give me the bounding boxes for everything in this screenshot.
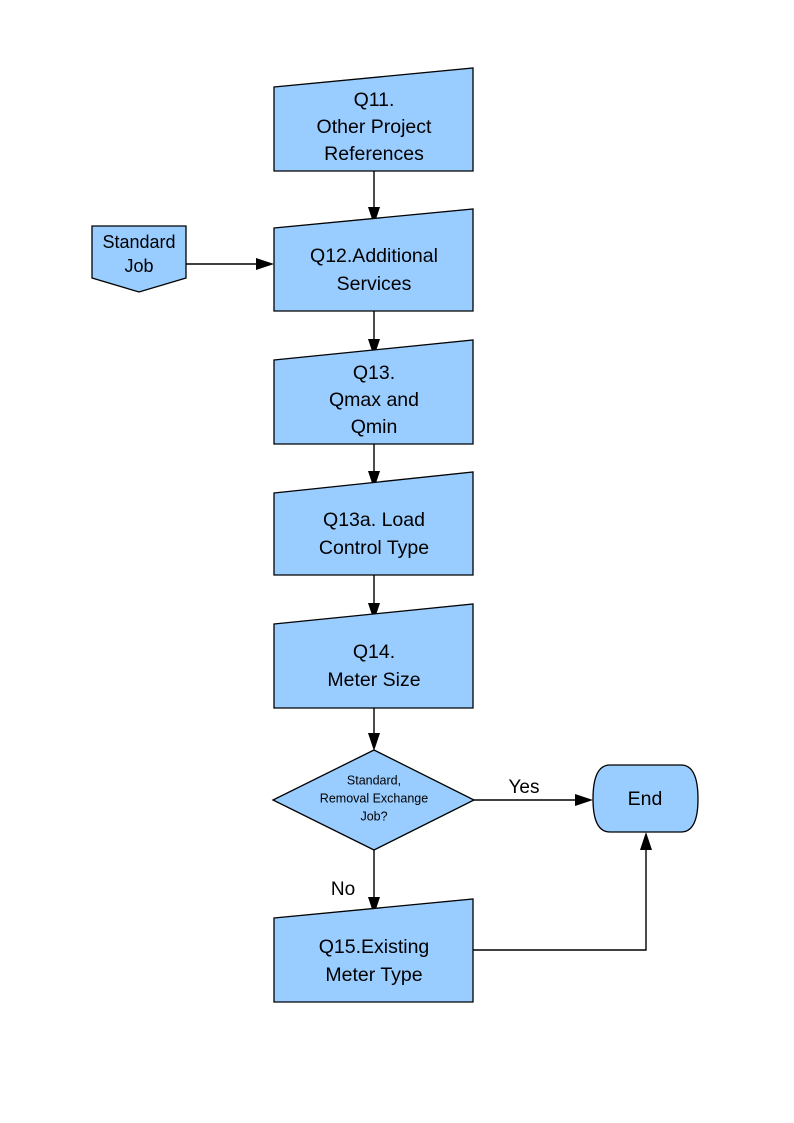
node-q11-line3: References (324, 143, 424, 165)
node-q12[interactable]: Q12.Additional Services (273, 208, 474, 312)
edge-q14-decision (368, 708, 380, 751)
node-q13a-line2: Control Type (319, 537, 429, 559)
node-q13a-line1: Q13a. Load (323, 509, 425, 531)
edge-labels-layer: Yes No (331, 777, 540, 900)
arrow-head-q12-q13 (368, 339, 380, 357)
node-decision[interactable]: Standard, Removal Exchange Job? (271, 749, 476, 851)
arrow-head-decision-q15 (368, 897, 380, 915)
node-end-shape[interactable] (592, 764, 699, 833)
edge-line-q15-end (473, 843, 647, 951)
edge-standard-job-q12 (186, 258, 274, 270)
node-decision-line2: Removal Exchange (320, 791, 428, 805)
edge-decision-q15 (368, 850, 380, 915)
node-q13-line1: Q13. (353, 362, 395, 384)
node-q15-shape[interactable] (273, 898, 474, 1003)
node-q13a[interactable]: Q13a. Load Control Type (273, 471, 474, 576)
node-q12-shape[interactable] (273, 208, 474, 312)
edge-q11-q12 (368, 171, 380, 225)
edges-layer (186, 171, 652, 951)
node-q13[interactable]: Q13. Qmax and Qmin (273, 339, 474, 445)
node-q11-shape[interactable] (273, 67, 474, 172)
edge-q12-q13 (368, 311, 380, 357)
node-q15-line2: Meter Type (325, 964, 422, 986)
node-q14[interactable]: Q14. Meter Size (273, 603, 474, 709)
edge-q13a-q14 (368, 575, 380, 621)
node-q15[interactable]: Q15.Existing Meter Type (273, 898, 474, 1003)
node-decision-line3: Job? (360, 809, 387, 823)
node-q12-line2: Services (337, 273, 412, 295)
node-end[interactable]: End (592, 764, 699, 833)
edge-label-no: No (331, 879, 355, 900)
edge-decision-end (474, 794, 593, 806)
arrow-head-q15-end (640, 832, 652, 850)
node-standard-job-line1: Standard (102, 232, 175, 252)
node-standard-job-line2: Job (124, 256, 153, 276)
edge-q13-q13a (368, 444, 380, 489)
arrow-head-decision-end (575, 794, 593, 806)
arrow-head-q13a-q14 (368, 603, 380, 621)
node-q12-line1: Q12.Additional (310, 245, 438, 267)
node-decision-shape[interactable] (271, 749, 476, 851)
node-q13-shape[interactable] (273, 339, 474, 445)
node-q14-line2: Meter Size (327, 669, 420, 691)
arrow-head-q11-q12 (368, 207, 380, 225)
arrow-head-q14-decision (368, 733, 380, 751)
node-q14-shape[interactable] (273, 603, 474, 709)
node-end-label: End (628, 788, 663, 810)
node-q13-line3: Qmin (351, 416, 398, 438)
node-q11-line2: Other Project (317, 116, 432, 138)
node-q13-line2: Qmax and (329, 389, 419, 411)
arrow-head-q13-q13a (368, 471, 380, 489)
arrow-head-standard-job-q12 (256, 258, 274, 270)
node-q15-line1: Q15.Existing (319, 936, 430, 958)
node-standard-job-shape[interactable] (91, 225, 187, 293)
node-q11-line1: Q11. (354, 89, 395, 111)
node-standard-job[interactable]: Standard Job (91, 225, 187, 293)
node-decision-line1: Standard, (347, 773, 401, 787)
edge-q15-end (473, 832, 652, 951)
node-q14-line1: Q14. (353, 641, 395, 663)
node-q13a-shape[interactable] (273, 471, 474, 576)
node-q11[interactable]: Q11. Other Project References (273, 67, 474, 172)
edge-label-yes: Yes (509, 777, 540, 798)
